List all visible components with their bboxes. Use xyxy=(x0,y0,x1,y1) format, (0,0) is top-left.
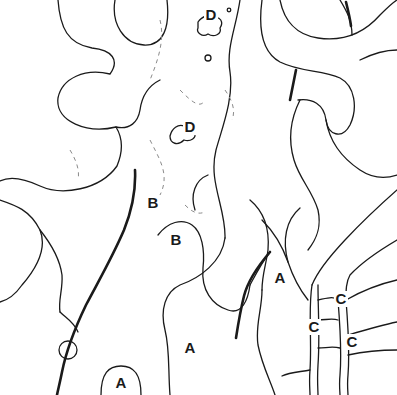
outlined-region: A xyxy=(99,364,143,395)
region-label: C xyxy=(334,291,349,307)
region-label: D xyxy=(183,119,198,135)
region-label: A xyxy=(99,375,143,391)
region-label: A xyxy=(273,270,288,286)
region-label: A xyxy=(183,340,198,356)
region-label: B xyxy=(146,195,161,211)
region-label: C xyxy=(307,319,322,335)
region-label: D xyxy=(204,7,219,23)
region-label: B xyxy=(169,232,184,248)
region-label: C xyxy=(345,334,360,350)
